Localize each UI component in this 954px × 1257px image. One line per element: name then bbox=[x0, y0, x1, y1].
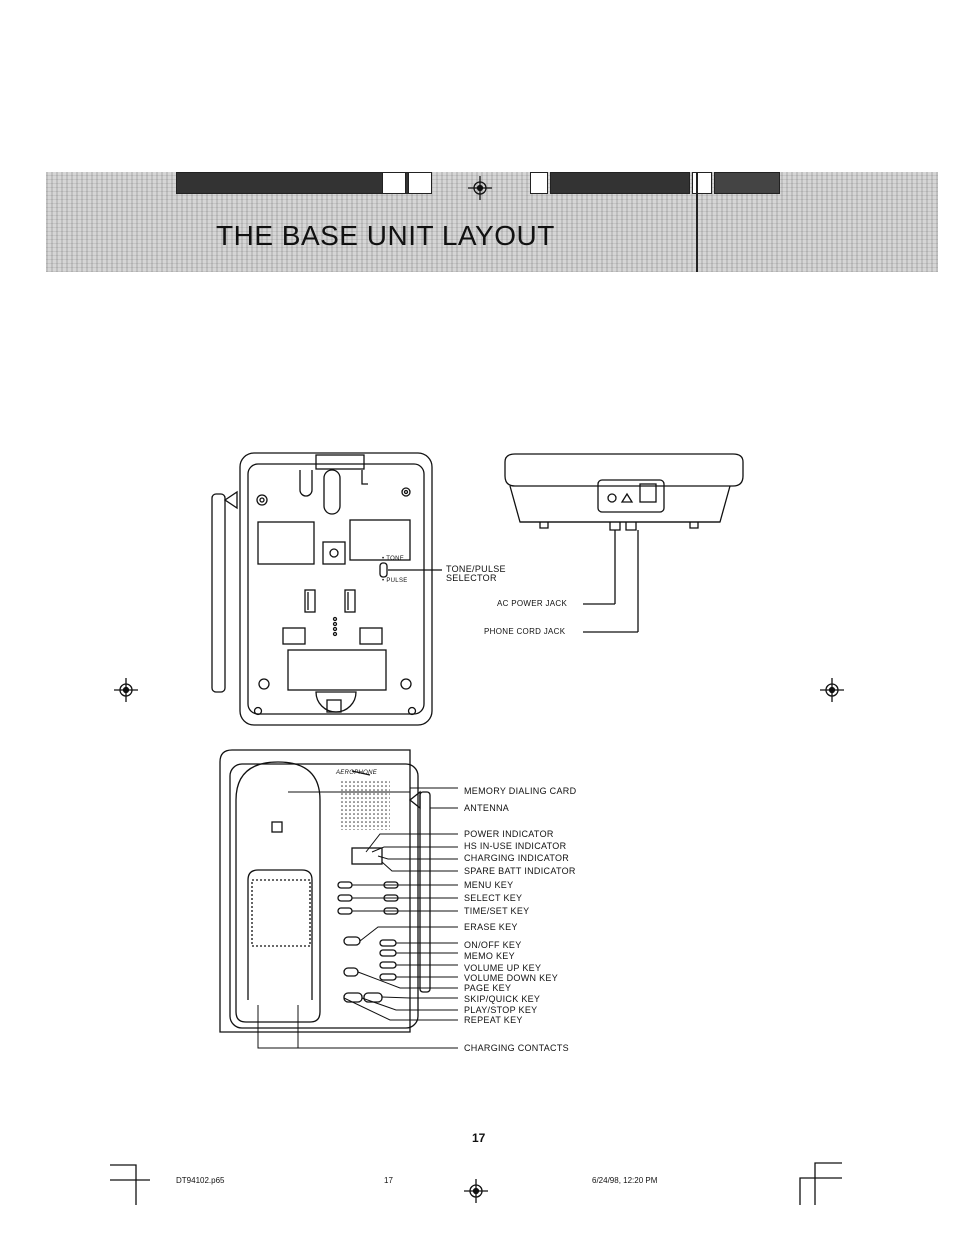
callout-time-set-key: TIME/SET KEY bbox=[464, 906, 530, 916]
callout-menu-key: MENU KEY bbox=[464, 880, 514, 890]
pulse-label: • PULSE bbox=[382, 578, 408, 584]
banner-white-box bbox=[408, 172, 432, 194]
callout-spare-batt-indicator: SPARE BATT INDICATOR bbox=[464, 866, 576, 876]
crop-mark-left bbox=[110, 1164, 150, 1205]
crop-mark-right bbox=[799, 1162, 842, 1205]
callout-line: SELECTOR bbox=[446, 573, 497, 583]
registration-mark-bottom bbox=[464, 1179, 488, 1203]
callout-memo-key: MEMO KEY bbox=[464, 951, 515, 961]
footer-date: 6/24/98, 12:20 PM bbox=[592, 1176, 658, 1185]
registration-mark-left bbox=[114, 678, 138, 702]
callout-antenna: ANTENNA bbox=[464, 803, 510, 813]
callout-erase-key: ERASE KEY bbox=[464, 922, 518, 932]
footer-page: 17 bbox=[384, 1176, 393, 1185]
callout-hs-in-use-indicator: HS IN-USE INDICATOR bbox=[464, 841, 567, 851]
callout-power-indicator: POWER INDICATOR bbox=[464, 829, 554, 839]
banner-dark-strip-mid bbox=[550, 172, 690, 194]
callout-volume-down-key: VOLUME DOWN KEY bbox=[464, 973, 559, 983]
callout-volume-up-key: VOLUME UP KEY bbox=[464, 963, 542, 973]
tone-pulse-selector-callout: TONE/PULSE SELECTOR bbox=[446, 565, 506, 583]
tone-label: • TONE bbox=[382, 556, 405, 562]
callout-charging-indicator: CHARGING INDICATOR bbox=[464, 853, 570, 863]
header-banner: THE BASE UNIT LAYOUT bbox=[46, 172, 938, 272]
callout-play-stop-key: PLAY/STOP KEY bbox=[464, 1005, 538, 1015]
ac-power-jack-callout: AC POWER JACK bbox=[497, 599, 568, 608]
banner-dark-strip-right bbox=[714, 172, 780, 194]
phone-cord-jack-callout: PHONE CORD JACK bbox=[484, 627, 566, 636]
callout-charging-contacts: CHARGING CONTACTS bbox=[464, 1043, 569, 1053]
banner-white-box bbox=[530, 172, 548, 194]
brand-logo-text: AEROPHONE bbox=[336, 770, 378, 776]
callout-skip-quick-key: SKIP/QUICK KEY bbox=[464, 994, 541, 1004]
callout-on-off-key: ON/OFF KEY bbox=[464, 940, 522, 950]
base-front-view bbox=[219, 749, 458, 1049]
base-bottom-view bbox=[211, 452, 442, 726]
banner-white-box bbox=[382, 172, 406, 194]
registration-mark-top bbox=[468, 176, 492, 200]
base-rear-view bbox=[504, 453, 744, 633]
callout-line: TONE/PULSE bbox=[446, 564, 506, 574]
callout-repeat-key: REPEAT KEY bbox=[464, 1015, 523, 1025]
front-leader-lines bbox=[257, 787, 458, 1049]
registration-mark-right bbox=[820, 678, 844, 702]
page-number: 17 bbox=[472, 1131, 486, 1145]
callout-memory-dialing-card: MEMORY DIALING CARD bbox=[464, 786, 577, 796]
page-title: THE BASE UNIT LAYOUT bbox=[216, 220, 555, 251]
callout-page-key: PAGE KEY bbox=[464, 983, 512, 993]
footer-filename: DT94102.p65 bbox=[176, 1176, 225, 1185]
callout-select-key: SELECT KEY bbox=[464, 893, 523, 903]
banner-divider bbox=[696, 172, 698, 272]
